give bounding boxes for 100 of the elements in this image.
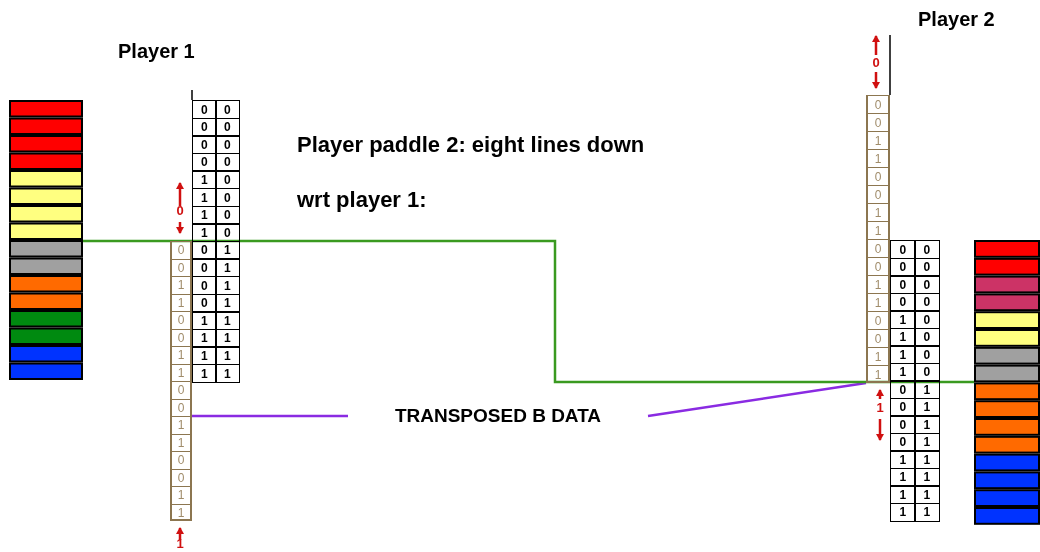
bit-value: 0 [868,239,888,257]
bit-value: 1 [215,346,240,366]
bit-value: 0 [215,135,240,155]
bit-value: 1 [215,240,240,260]
color-bar-stack-drawing [9,100,83,380]
bit-value: 0 [172,311,190,329]
bit-value: 0 [914,292,940,312]
bit-value: 0 [914,275,940,294]
bit-value: 0 [914,345,940,364]
bit-value: 1 [890,467,916,487]
bit-value: 1 [172,433,190,451]
bit-value: 0 [215,152,240,172]
bit-value: 1 [914,432,940,452]
bit-value: 0 [192,258,217,278]
bit-value: 0 [890,432,916,452]
bit-value: 1 [192,328,217,348]
bit-value: 0 [914,362,940,382]
bit-value: 1 [890,502,916,522]
bit-value: 1 [192,205,217,225]
leader-line [192,414,348,418]
bit-value: 1 [868,275,888,293]
bit-value: 1 [192,223,217,243]
bit-value: 1 [172,363,190,381]
bit-column [170,241,192,521]
note-text: wrt player 1: [297,187,427,213]
bit-value: 0 [868,257,888,275]
offset-value: 1 [875,400,885,415]
bit-value: 0 [172,258,190,276]
bit-value: 0 [890,257,916,277]
bit-value: 1 [868,149,888,167]
bit-value: 1 [172,416,190,434]
bit-value: 0 [172,398,190,416]
bit-value: 0 [868,95,888,113]
bit-value: 0 [868,113,888,131]
bit-value: 0 [172,241,190,259]
bit-value: 1 [868,221,888,239]
offset-value: 0 [871,55,881,70]
player-label: Player 2 [918,8,995,31]
bit-value: 1 [172,503,190,521]
bit-value: 0 [914,310,940,329]
callout-text: TRANSPOSED B DATA [348,402,648,430]
bit-value: 0 [172,468,190,486]
bit-value: 1 [215,364,240,384]
color-bar-stack-drawing [974,240,1040,525]
bit-value: 1 [914,467,940,487]
bit-value: 0 [192,276,217,296]
bit-value: 1 [192,364,217,384]
bit-value: 1 [914,485,940,504]
leader-line [647,381,867,418]
offset-value: 0 [175,203,185,218]
bit-value: 0 [215,170,240,190]
bit-value: 0 [192,117,217,137]
bit-value: 1 [215,328,240,348]
bit-value: 1 [172,276,190,294]
bit-value: 0 [192,293,217,313]
bit-value: 1 [914,397,940,417]
bit-value: 1 [172,486,190,504]
bit-value: 1 [914,415,940,434]
bit-value: 0 [192,135,217,155]
bit-value: 1 [868,347,888,365]
bit-value: 1 [192,311,217,331]
bit-value: 1 [192,188,217,208]
bit-value: 1 [868,293,888,311]
bit-value: 1 [914,450,940,469]
bit-value: 0 [215,205,240,225]
bit-value: 0 [868,185,888,203]
bit-value: 1 [868,203,888,221]
bit-value: 0 [215,223,240,243]
bit-value: 0 [914,327,940,347]
bit-value: 1 [890,345,916,364]
bit-value: 1 [890,310,916,329]
player-label: Player 1 [118,40,195,63]
bit-value: 1 [215,258,240,278]
bit-value: 1 [868,131,888,149]
bit-value: 1 [215,276,240,296]
bit-value: 0 [192,240,217,260]
bit-value: 0 [172,328,190,346]
bit-value: 1 [868,365,888,383]
bit-value: 1 [890,362,916,382]
bit-value: 1 [890,327,916,347]
bit-value: 1 [192,346,217,366]
bit-value: 0 [890,292,916,312]
bit-value: 1 [172,346,190,364]
bit-value: 0 [890,240,916,259]
connector-line [83,239,974,384]
bit-value: 0 [192,152,217,172]
bit-value: 0 [172,381,190,399]
bit-value: 0 [215,100,240,120]
bit-value: 0 [215,117,240,137]
bit-value: 1 [172,293,190,311]
bit-value: 0 [890,415,916,434]
bit-value: 1 [215,293,240,313]
heading-text: Player paddle 2: eight lines down [297,132,645,158]
bit-value: 0 [890,275,916,294]
bit-value: 0 [192,100,217,120]
bit-value: 0 [868,329,888,347]
bit-value: 1 [890,450,916,469]
bit-value: 0 [914,257,940,277]
bit-value: 1 [192,170,217,190]
bit-value: 0 [172,451,190,469]
